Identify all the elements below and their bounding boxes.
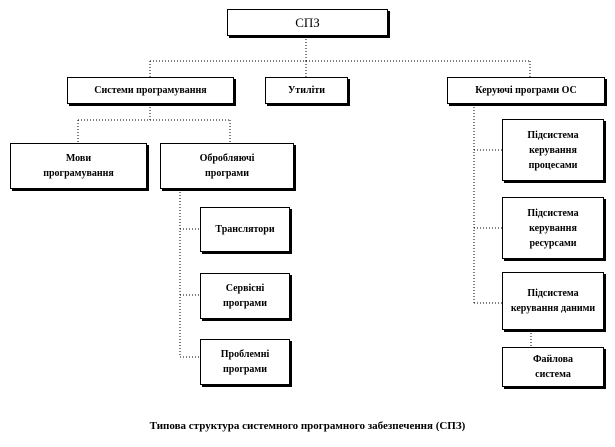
box-languages: Мови програмування xyxy=(10,143,147,189)
diagram-caption: Типова структура системного програмного … xyxy=(149,420,466,432)
box-resource-management: Підсистема керування ресурсами xyxy=(502,197,604,259)
box-utilities: Утиліти xyxy=(265,77,348,104)
box-file-system: Файлова система xyxy=(502,347,604,387)
box-data-management: Підсистема керування даними xyxy=(502,272,604,330)
box-translators: Транслятори xyxy=(200,207,290,252)
box-processing: Обробляючі програми xyxy=(160,143,294,189)
box-spz: СПЗ xyxy=(227,9,388,36)
box-os-control: Керуючі програми ОС xyxy=(447,77,605,104)
box-process-management: Підсистема керування процесами xyxy=(502,119,604,181)
box-system-programming: Системи програмування xyxy=(67,77,234,104)
box-service-programs: Сервісні програми xyxy=(200,273,290,319)
box-problem-programs: Проблемні програми xyxy=(200,339,290,385)
